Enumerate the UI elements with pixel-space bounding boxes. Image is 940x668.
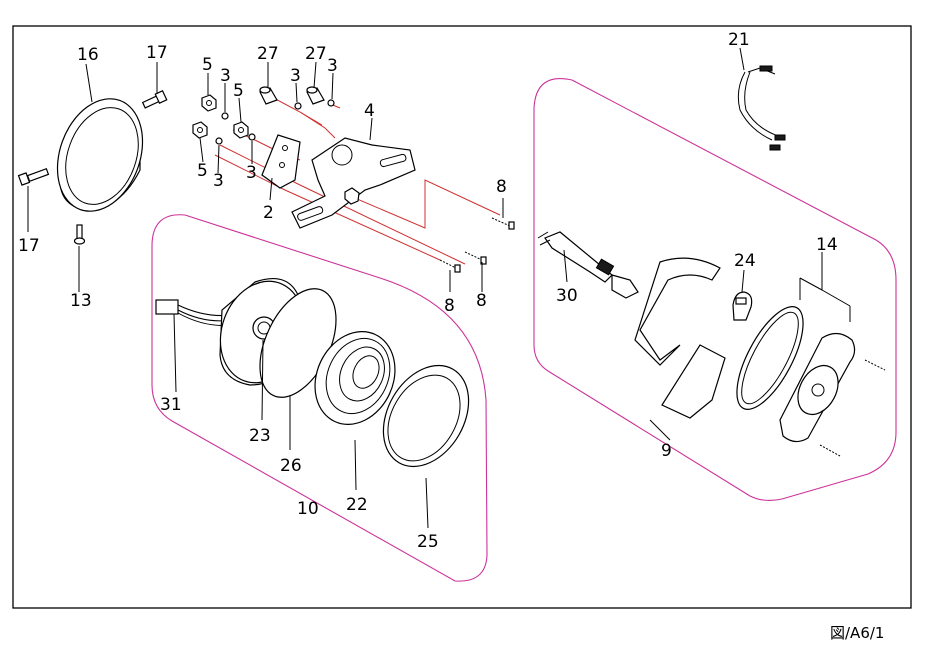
label-27-right: 27 <box>305 44 327 64</box>
screw-8-bottom-left <box>439 259 461 273</box>
socket-30 <box>537 231 639 299</box>
label-8-bottom-left: 8 <box>444 296 455 316</box>
drawing-code: 図/A6/1 <box>830 624 884 642</box>
label-14: 14 <box>816 235 838 255</box>
bulb-24 <box>732 291 753 321</box>
spacer-27-right <box>306 86 325 105</box>
label-2: 2 <box>263 203 274 223</box>
nut-5-middle <box>233 121 249 139</box>
label-30: 30 <box>556 286 578 306</box>
label-13: 13 <box>70 291 92 311</box>
label-16: 16 <box>77 45 99 65</box>
wire-harness-21 <box>737 65 786 151</box>
mounting-bracket-4 <box>291 137 416 229</box>
group-outline-10 <box>151 214 488 582</box>
label-23: 23 <box>249 426 271 446</box>
label-8-top: 8 <box>496 177 507 197</box>
label-5-top: 5 <box>202 55 213 75</box>
lens-ring-25 <box>382 364 470 468</box>
part-labels: 16 17 17 13 5 3 5 5 3 3 27 3 27 3 4 2 8 … <box>18 30 838 552</box>
bolt-17-top <box>141 89 168 109</box>
label-10: 10 <box>297 499 319 519</box>
nut-5-lower <box>192 121 208 139</box>
mounting-plate-2 <box>261 134 301 189</box>
leader-lines <box>27 47 851 529</box>
screw-8-top <box>491 217 515 230</box>
label-5-lower: 5 <box>197 161 208 181</box>
label-17-left: 17 <box>18 236 40 256</box>
screw-13 <box>73 224 86 245</box>
bolt-17-left <box>17 167 50 186</box>
label-25: 25 <box>417 532 439 552</box>
lens-gasket-14 <box>736 306 886 457</box>
label-17-top: 17 <box>146 43 168 63</box>
label-24: 24 <box>734 251 756 271</box>
reflector-22 <box>314 331 396 425</box>
label-3-center: 3 <box>290 66 301 86</box>
tail-light-housing-9 <box>634 257 726 419</box>
label-4: 4 <box>364 101 375 121</box>
headlight-rim <box>56 98 144 212</box>
label-9: 9 <box>661 441 672 461</box>
group-outline-9 <box>533 78 897 502</box>
label-21: 21 <box>728 30 750 50</box>
label-5-middle: 5 <box>233 81 244 101</box>
spacer-27-left <box>259 86 278 105</box>
label-31: 31 <box>160 395 182 415</box>
connector-31 <box>155 299 233 326</box>
diagram-frame <box>12 25 912 609</box>
nut-5-top <box>201 94 217 112</box>
label-3-lower-right: 3 <box>246 163 257 183</box>
label-22: 22 <box>346 495 368 515</box>
label-27-left: 27 <box>257 44 279 64</box>
washers-3 <box>215 99 335 145</box>
label-3-top: 3 <box>220 66 231 86</box>
label-3-right: 3 <box>327 56 338 76</box>
label-3-lower-left: 3 <box>213 171 224 191</box>
screw-8-bottom-right <box>464 251 487 265</box>
label-26: 26 <box>280 456 302 476</box>
label-8-bottom-right: 8 <box>476 291 487 311</box>
